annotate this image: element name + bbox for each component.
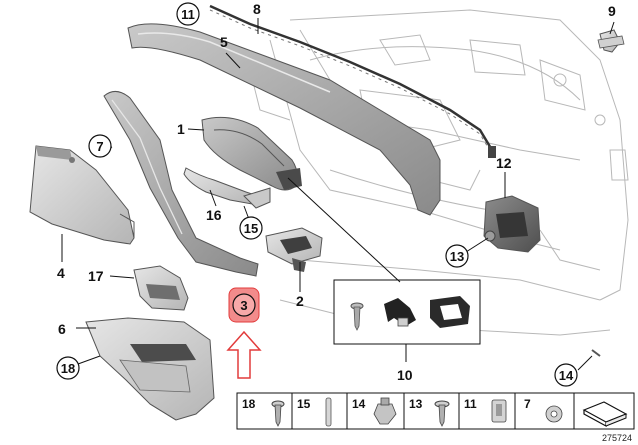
svg-text:3: 3 bbox=[240, 298, 247, 313]
legend-item-18: 18 bbox=[242, 397, 285, 427]
legend-item-14: 14 bbox=[352, 397, 397, 425]
svg-text:11: 11 bbox=[181, 7, 195, 22]
callout-9: 9 bbox=[608, 3, 616, 19]
part-9-clip bbox=[597, 29, 625, 53]
callout-18: 18 bbox=[56, 356, 80, 380]
callout-labels: 1 2 4 5 6 8 9 10 12 16 17 bbox=[57, 1, 616, 383]
callout-5: 5 bbox=[220, 34, 228, 50]
callout-15: 15 bbox=[239, 216, 263, 240]
callout-3-highlighted: 3 bbox=[228, 287, 260, 323]
part-7-fastener bbox=[69, 157, 75, 163]
svg-text:15: 15 bbox=[297, 397, 311, 411]
callout-10: 10 bbox=[397, 367, 413, 383]
svg-text:18: 18 bbox=[242, 397, 256, 411]
part-3-vertical-trim bbox=[103, 91, 259, 277]
part-12-bracket bbox=[483, 195, 541, 253]
kit-frame bbox=[430, 296, 470, 328]
callout-13: 13 bbox=[445, 244, 469, 268]
part-5-upper-trim bbox=[127, 23, 441, 216]
callout-6: 6 bbox=[58, 321, 66, 337]
part-1-handle-bowl bbox=[201, 116, 302, 191]
part-16-grip bbox=[183, 167, 271, 209]
svg-text:14: 14 bbox=[352, 397, 366, 411]
part-14-pin bbox=[591, 349, 601, 357]
svg-text:13: 13 bbox=[409, 397, 423, 411]
legend-item-shim bbox=[582, 401, 628, 428]
callout-2: 2 bbox=[296, 293, 304, 309]
callout-4: 4 bbox=[57, 265, 65, 281]
svg-text:13: 13 bbox=[450, 249, 464, 264]
callout-7: 7 bbox=[88, 134, 112, 158]
svg-text:15: 15 bbox=[244, 221, 258, 236]
document-id: 275724 bbox=[602, 433, 632, 443]
legend-item-13: 13 bbox=[409, 397, 450, 427]
callout-14: 14 bbox=[554, 363, 578, 387]
callout-16: 16 bbox=[206, 207, 222, 223]
svg-text:7: 7 bbox=[524, 397, 531, 411]
kit-screw bbox=[350, 302, 364, 331]
svg-text:11: 11 bbox=[464, 397, 477, 411]
svg-text:7: 7 bbox=[96, 139, 103, 154]
part-10-kit-box bbox=[333, 279, 481, 345]
svg-text:14: 14 bbox=[559, 368, 574, 383]
callout-17: 17 bbox=[88, 268, 104, 284]
part-4-cover bbox=[29, 145, 135, 245]
part-2-switch-bezel bbox=[265, 227, 323, 272]
door-panel-outline bbox=[249, 9, 629, 336]
callout-12: 12 bbox=[496, 155, 512, 171]
legend-item-15: 15 bbox=[297, 397, 332, 427]
kit-clip bbox=[384, 298, 416, 327]
highlight-arrow-icon bbox=[226, 330, 262, 379]
part-17-pocket bbox=[133, 265, 189, 311]
svg-text:18: 18 bbox=[61, 361, 75, 376]
part-6-storage-bin bbox=[85, 317, 215, 421]
legend-item-7: 7 bbox=[524, 397, 563, 423]
callout-1: 1 bbox=[177, 121, 185, 137]
callout-8: 8 bbox=[253, 1, 261, 17]
callout-11: 11 bbox=[176, 2, 200, 26]
legend-item-11: 11 bbox=[464, 397, 507, 423]
legend-strip: 18 15 14 13 11 7 bbox=[236, 392, 635, 430]
circled-callouts: 11 7 15 13 18 14 3 bbox=[56, 2, 578, 387]
